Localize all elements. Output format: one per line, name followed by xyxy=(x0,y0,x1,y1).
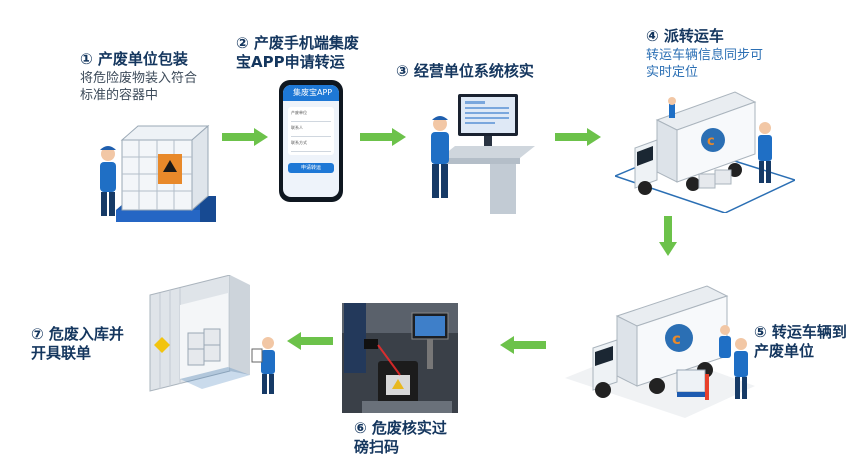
weighing-scan-photo xyxy=(342,303,458,413)
flow-arrow-4 xyxy=(659,216,677,256)
step4-title: ④ 派转运车 xyxy=(646,27,724,45)
step2-title-line2: 宝APP申请转运 xyxy=(236,53,345,71)
operator-desk-illustration xyxy=(420,88,550,218)
step5-title-line1: ⑤ 转运车辆到 xyxy=(754,323,847,341)
step6-title-line1: ⑥ 危废核实过 xyxy=(354,419,447,437)
flow-arrow-3 xyxy=(555,128,601,146)
step6-title-line2: 磅扫码 xyxy=(354,438,400,456)
step7-title-line1: ⑦ 危废入库并 xyxy=(31,325,124,343)
step1-desc-line2: 标准的容器中 xyxy=(80,88,159,103)
svg-text:c: c xyxy=(707,134,715,149)
step4-desc-line2: 实时定位 xyxy=(646,65,699,80)
step7-title-line2: 开具联单 xyxy=(31,344,92,362)
ibc-container-illustration xyxy=(88,110,218,230)
arrival-truck-illustration: c xyxy=(565,278,755,418)
step3-title: ③ 经营单位系统核实 xyxy=(396,62,534,80)
phone-field1-input[interactable] xyxy=(291,116,331,122)
flow-arrow-1 xyxy=(222,128,268,146)
flow-arrow-5 xyxy=(500,336,546,354)
phone-illustration: 集废宝APP 产废单位 联系人 联系方式 申请转运 xyxy=(279,80,343,202)
phone-screen: 集废宝APP 产废单位 联系人 联系方式 申请转运 xyxy=(283,85,339,197)
flow-arrow-6 xyxy=(287,332,333,350)
phone-field2-label: 联系人 xyxy=(291,125,303,130)
phone-field3-label: 联系方式 xyxy=(291,140,307,145)
svg-text:c: c xyxy=(672,330,681,348)
phone-submit-button[interactable]: 申请转运 xyxy=(288,163,334,173)
step4-desc-line1: 转运车辆信息同步可 xyxy=(646,48,764,63)
flow-arrow-2 xyxy=(360,128,406,146)
phone-field1-label: 产废单位 xyxy=(291,110,307,115)
phone-field2-input[interactable] xyxy=(291,131,331,137)
step1-desc-line1: 将危险废物装入符合 xyxy=(80,71,198,86)
dispatch-truck-illustration: c xyxy=(615,88,795,213)
step1-title: ① 产废单位包装 xyxy=(80,50,188,68)
phone-app-title: 集废宝APP xyxy=(283,85,339,101)
step5-title-line2: 产废单位 xyxy=(754,342,815,360)
phone-field3-input[interactable] xyxy=(291,146,331,152)
step2-title-line1: ② 产废手机端集废 xyxy=(236,34,359,52)
warehouse-container-illustration xyxy=(140,275,285,395)
